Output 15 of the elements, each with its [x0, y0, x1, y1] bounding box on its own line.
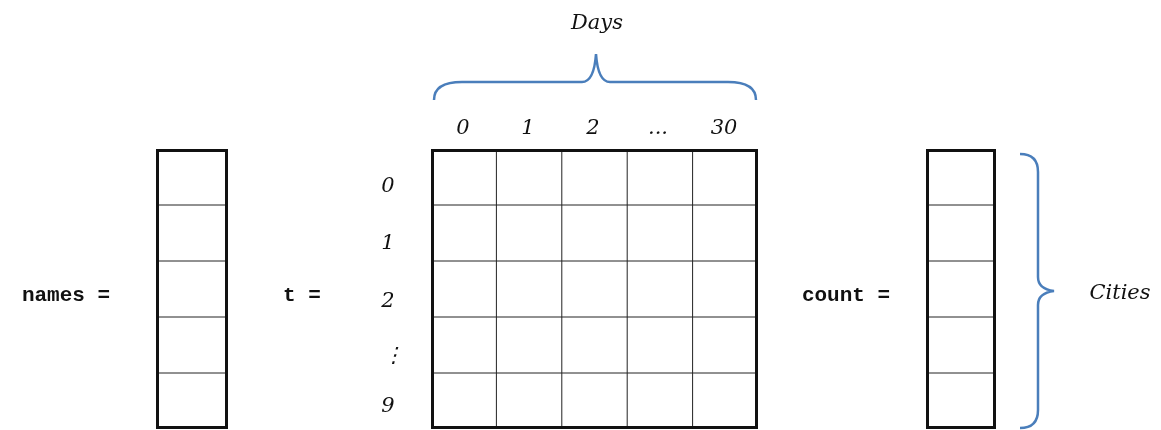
row-label: 1 [381, 230, 395, 254]
axis-title: Cities [1089, 280, 1151, 304]
row-label: ⋮ [382, 343, 404, 367]
row-label: 2 [381, 288, 395, 312]
variable-label: names = [21, 283, 111, 307]
row-label: 9 [381, 393, 395, 417]
column-label: 1 [521, 115, 535, 139]
row-label: 0 [381, 173, 395, 197]
column-label: ... [648, 115, 668, 139]
variable-label: t = [283, 283, 321, 307]
column-label: 2 [586, 115, 600, 139]
column-label: 30 [710, 115, 738, 139]
column-label: 0 [456, 115, 470, 139]
axis-title: Days [571, 10, 623, 34]
variable-label: count = [801, 283, 891, 307]
